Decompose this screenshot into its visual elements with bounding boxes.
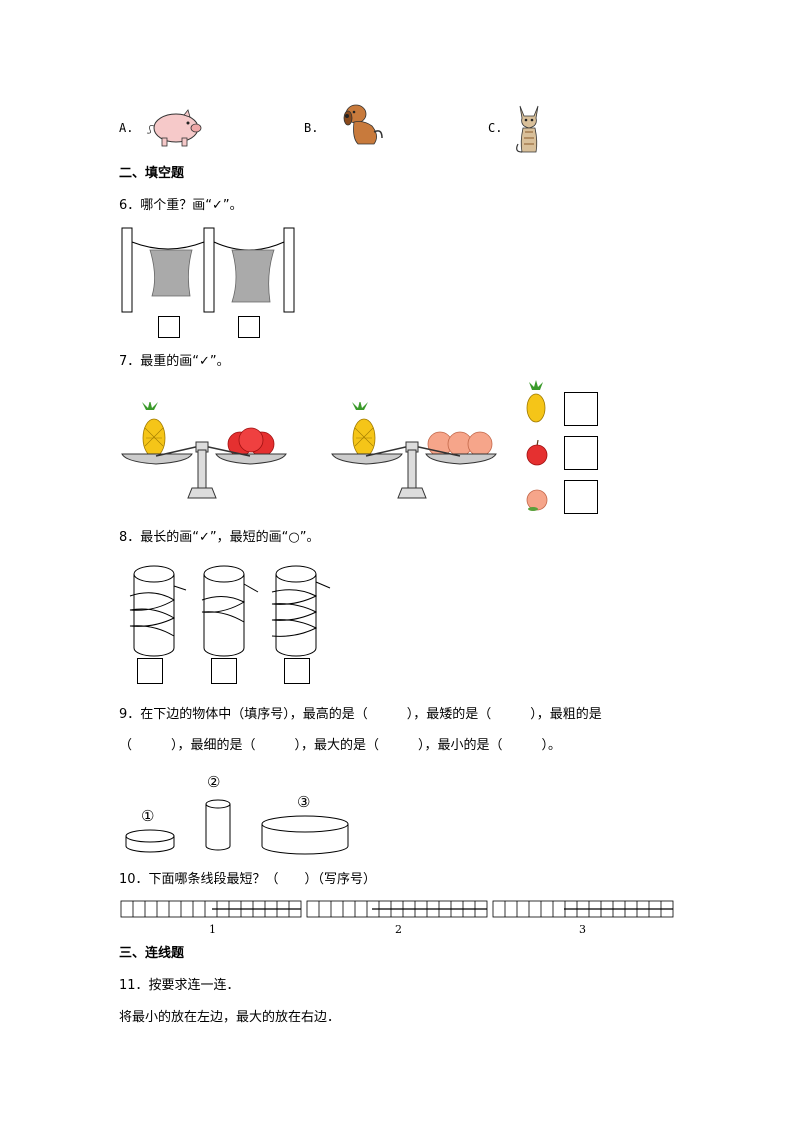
cylinders-with-strings [129, 565, 331, 657]
segment-label-2: 2 [395, 923, 402, 936]
hanging-balance-diagram [121, 227, 295, 313]
question-8-text: 8．最长的画“✓”，最短的画“○”。 [119, 530, 320, 545]
section-title: 三、连线题 [119, 946, 185, 961]
pig-icon [146, 109, 202, 147]
answer-box[interactable] [158, 316, 180, 338]
dog-icon [343, 104, 383, 145]
section-title: 二、填空题 [119, 166, 185, 181]
option-b-label: B. [304, 121, 319, 135]
answer-box-pineapple[interactable] [564, 392, 598, 426]
scale-pineapple-apples [121, 402, 287, 499]
answer-box-apple[interactable] [564, 436, 598, 470]
segment-label-3: 3 [579, 923, 586, 936]
answer-box[interactable] [211, 658, 237, 684]
segment-label-1: 1 [209, 923, 216, 936]
answer-box[interactable] [284, 658, 310, 684]
answer-box[interactable] [238, 316, 260, 338]
question-11-text: 11．按要求连一连． [119, 978, 240, 993]
question-6-text: 6．哪个重？画“✓”。 [119, 198, 243, 213]
apple-icon [526, 440, 548, 466]
peach-icon [526, 489, 548, 511]
answer-box-peach[interactable] [564, 480, 598, 514]
question-7-text: 7．最重的画“✓”。 [119, 354, 230, 369]
question-9-line2: （ ），最细的是（ ），最大的是（ ），最小的是（ ）。 [119, 738, 562, 753]
object-label-1: ① [141, 807, 155, 825]
option-c-label: C. [488, 121, 503, 135]
line-segments-diagram [120, 900, 674, 918]
question-9-line1: 9．在下边的物体中（填序号），最高的是（ ），最矮的是（ ），最粗的是 [119, 707, 602, 722]
cat-icon [516, 105, 539, 153]
scale-pineapple-peaches [331, 402, 497, 499]
three-cylinders-diagram [125, 799, 349, 855]
answer-box[interactable] [137, 658, 163, 684]
question-11-instruction: 将最小的放在左边，最大的放在右边． [119, 1010, 341, 1025]
object-label-2: ② [207, 773, 221, 791]
object-label-3: ③ [297, 793, 311, 811]
pineapple-icon [526, 380, 546, 423]
question-10-text: 10．下面哪条线段最短？（ ）（写序号） [119, 872, 377, 887]
option-a-label: A. [119, 121, 134, 135]
